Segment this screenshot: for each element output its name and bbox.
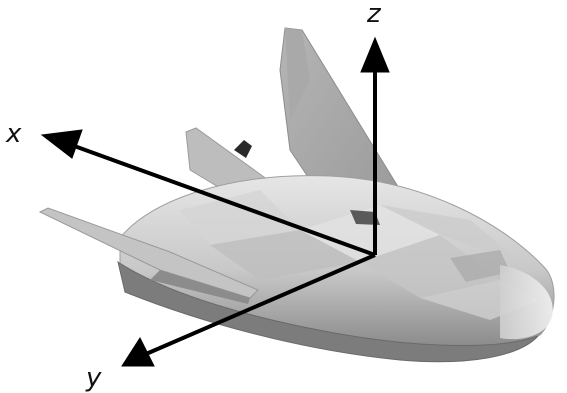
cockpit-bump bbox=[234, 140, 252, 158]
fuselage-facet bbox=[180, 190, 300, 245]
x-axis-line bbox=[65, 141, 376, 257]
fuselage-facet bbox=[380, 205, 520, 262]
nose bbox=[500, 265, 553, 340]
tail-fin-edge bbox=[285, 28, 310, 120]
y-axis-label: y bbox=[85, 363, 102, 393]
hull-underside bbox=[117, 260, 539, 363]
fuselage-facet bbox=[300, 205, 440, 262]
left-wing-shadow bbox=[150, 270, 250, 304]
x-axis-arrowhead bbox=[40, 129, 83, 159]
axes bbox=[40, 36, 390, 367]
spacecraft-model bbox=[38, 27, 555, 363]
z-axis-label: z bbox=[366, 0, 382, 29]
z-axis-arrowhead bbox=[360, 36, 390, 73]
fuselage-facet bbox=[360, 235, 500, 298]
fuselage-facet bbox=[210, 230, 360, 280]
x-axis-label: x bbox=[5, 119, 22, 149]
fuselage-facet bbox=[450, 250, 510, 282]
intake bbox=[350, 210, 380, 225]
y-axis-arrowhead bbox=[121, 336, 155, 367]
y-axis-line bbox=[145, 253, 376, 356]
